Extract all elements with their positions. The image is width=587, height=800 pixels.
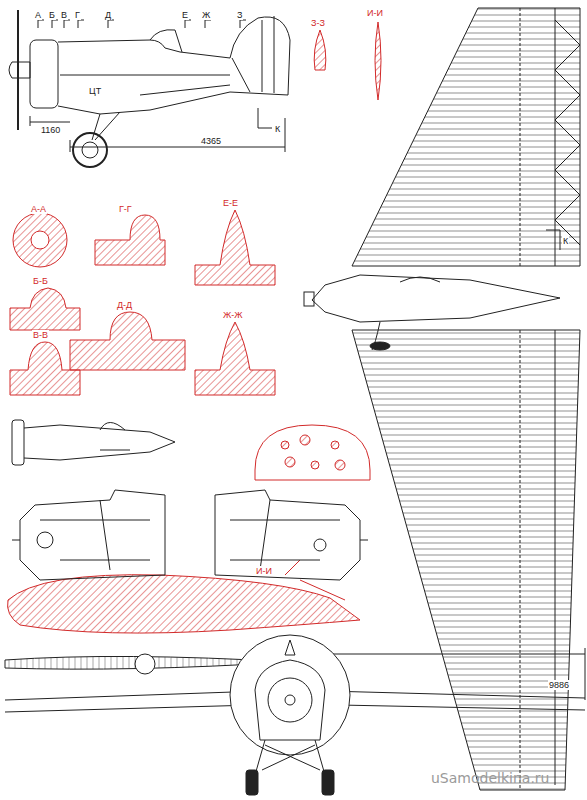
drawing-label: 9886 <box>548 680 570 690</box>
drawing-label: 4365 <box>200 136 222 146</box>
drawing-label: Б <box>48 10 56 20</box>
drawing-stroke <box>37 532 53 548</box>
drawing-stroke <box>100 500 270 570</box>
drawing-stroke <box>70 312 185 370</box>
drawing-stroke <box>150 30 182 52</box>
drawing-stroke <box>13 213 67 267</box>
drawing-stroke <box>311 461 319 469</box>
drawing-stroke <box>285 640 295 655</box>
drawing-stroke <box>255 660 325 740</box>
drawing-stroke <box>585 648 586 700</box>
section-label: И-И <box>366 8 384 18</box>
drawing-stroke <box>95 215 165 265</box>
drawing-stroke <box>372 277 440 350</box>
drawing-stroke <box>38 20 246 28</box>
drawing-stroke <box>73 133 107 167</box>
drawing-stroke <box>285 457 295 467</box>
drawing-label: В <box>60 10 68 20</box>
drawing-label: 1160 <box>40 125 61 135</box>
drawing-stroke <box>370 342 390 350</box>
drawing-stroke <box>331 441 339 449</box>
drawing-stroke <box>314 539 326 551</box>
fuselage-views <box>12 420 368 580</box>
section-label: Ж-Ж <box>222 310 244 320</box>
drawing-stroke <box>82 142 98 158</box>
drawing-stroke <box>10 342 80 395</box>
drawing-stroke <box>340 330 585 792</box>
drawing-stroke <box>232 16 274 93</box>
drawing-stroke <box>10 288 80 330</box>
drawing-stroke <box>314 30 326 70</box>
section-label: И-И <box>255 566 273 576</box>
drawing-stroke <box>12 520 368 560</box>
drawing-stroke <box>17 10 19 130</box>
section-label: В-В <box>32 330 49 340</box>
drawing-stroke <box>304 292 314 306</box>
drawing-stroke <box>285 695 295 705</box>
drawing-stroke <box>268 678 312 722</box>
drawing-stroke <box>70 147 285 148</box>
drawing-stroke <box>352 8 580 266</box>
drawing-stroke <box>555 8 556 266</box>
drawing-stroke <box>255 425 370 480</box>
drawing-label: К <box>274 124 281 134</box>
drawing-stroke <box>375 22 381 100</box>
drawing-stroke <box>258 108 272 128</box>
drawing-stroke <box>285 118 286 152</box>
drawing-stroke <box>30 116 31 126</box>
side-view <box>9 10 290 167</box>
drawing-stroke <box>70 140 71 152</box>
drawing-stroke <box>312 275 560 322</box>
section-label: Б-Б <box>32 276 49 286</box>
drawing-stroke <box>322 770 334 795</box>
section-label: З-З <box>310 18 326 28</box>
drawing-label: Ж <box>201 10 211 20</box>
drawing-stroke <box>9 62 30 78</box>
watermark: uSamodelkina.ru <box>430 770 550 786</box>
red-sections <box>8 22 382 633</box>
drawing-stroke <box>352 330 580 790</box>
drawing-stroke <box>215 490 360 580</box>
drawing-stroke <box>195 210 275 285</box>
drawing-label: Д <box>104 10 112 20</box>
drawing-stroke <box>12 420 24 465</box>
drawing-stroke <box>230 635 350 755</box>
drawing-stroke <box>281 441 289 449</box>
section-label: Д-Д <box>116 300 133 310</box>
drawing-label: А <box>34 10 42 20</box>
drawing-stroke <box>335 460 345 470</box>
drawing-label: Е <box>181 10 189 20</box>
drawing-stroke <box>520 330 521 790</box>
drawing-stroke <box>546 230 560 250</box>
drawing-stroke <box>195 322 275 395</box>
section-label: Е-Е <box>222 198 239 208</box>
drawing-stroke <box>20 490 165 580</box>
drawing-stroke <box>246 770 258 795</box>
drawing-stroke <box>30 122 70 123</box>
drawing-stroke <box>60 75 230 95</box>
drawing-stroke <box>30 40 58 108</box>
drawing-stroke <box>340 8 585 268</box>
drawing-stroke <box>300 435 310 445</box>
drawing-label: К <box>562 236 569 246</box>
drawing-stroke <box>255 740 325 775</box>
drawing-stroke <box>100 423 130 451</box>
drawing-stroke <box>58 17 290 114</box>
drawing-label: Г <box>74 10 81 20</box>
drawing-stroke <box>135 654 155 674</box>
drawing-stroke <box>555 20 580 245</box>
drawing-stroke <box>31 231 49 249</box>
drawing-stroke <box>555 330 556 785</box>
drawing-stroke <box>24 425 175 460</box>
section-label: А-А <box>30 204 47 214</box>
drawing-stroke <box>92 112 120 140</box>
front-view <box>5 635 585 795</box>
section-label: Г-Г <box>118 204 133 214</box>
drawing-label: З <box>236 10 243 20</box>
drawing-stroke <box>520 8 521 266</box>
drawing-label: ЦТ <box>88 86 102 96</box>
